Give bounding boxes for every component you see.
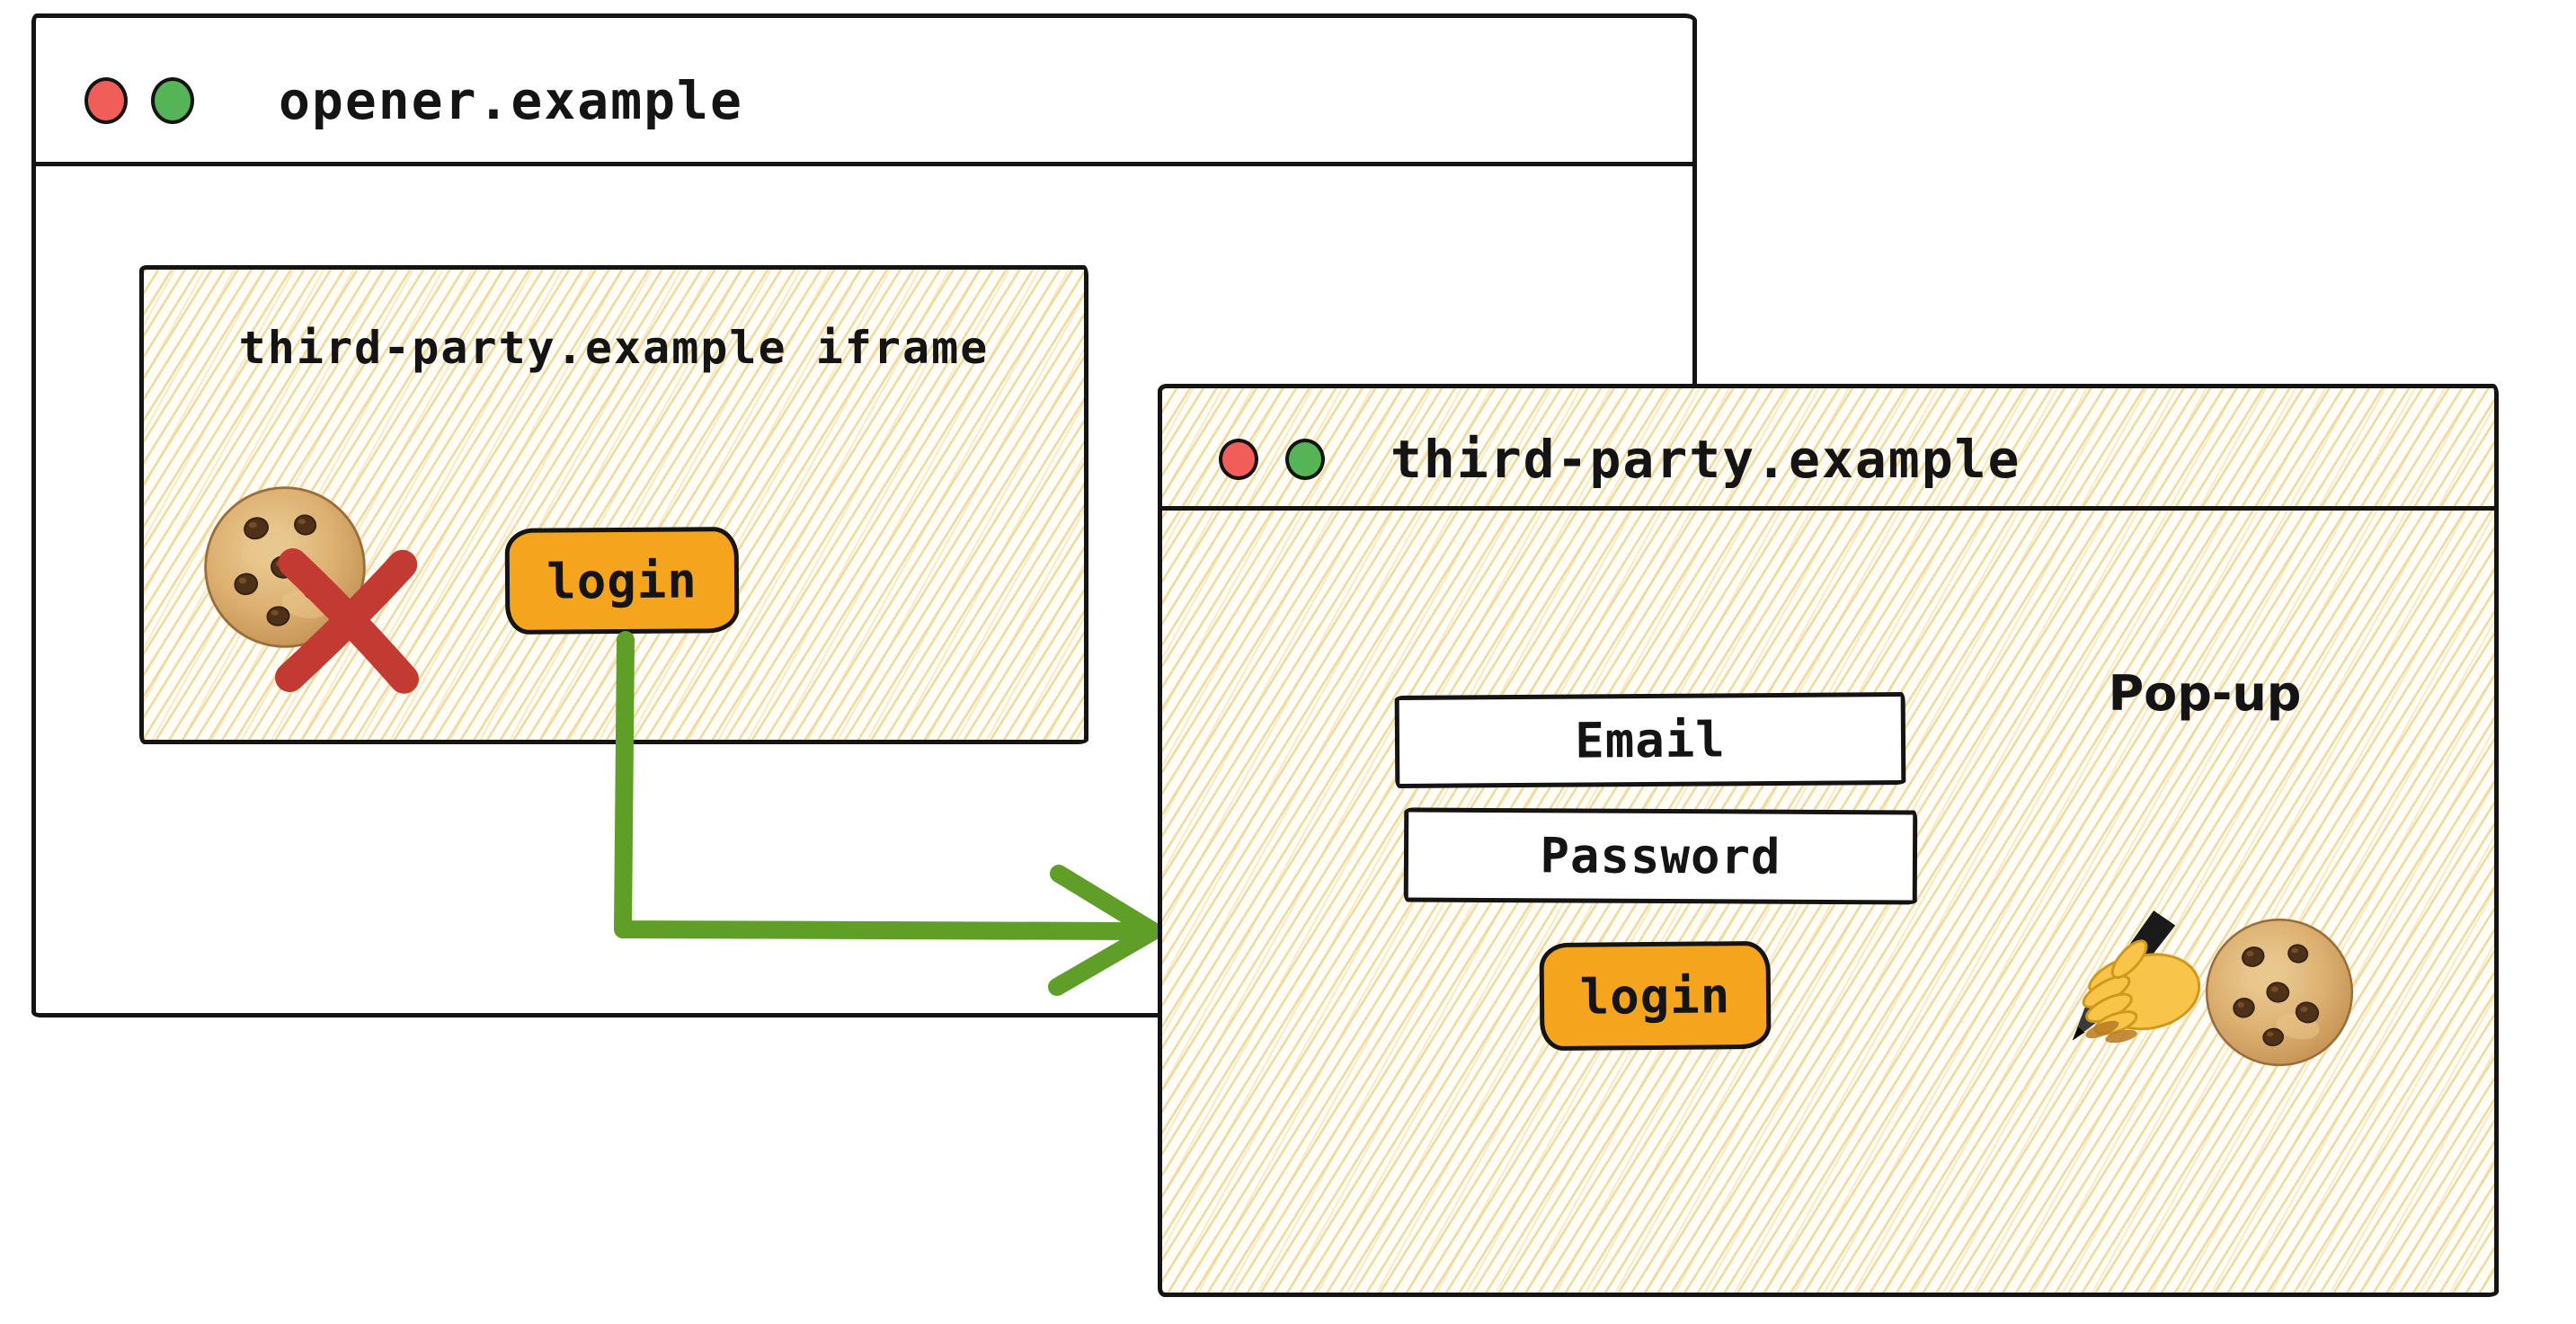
email-field[interactable]: Email: [1394, 692, 1906, 788]
opener-window-title: opener.example: [279, 70, 743, 131]
close-button[interactable]: [1219, 438, 1258, 480]
iframe-login-button[interactable]: login: [504, 527, 740, 635]
opener-titlebar: opener.example: [36, 18, 1692, 166]
close-button[interactable]: [84, 77, 128, 124]
maximize-button[interactable]: [1285, 438, 1325, 480]
password-field[interactable]: Password: [1403, 807, 1918, 905]
maximize-button[interactable]: [151, 77, 194, 124]
writing-hand-icon: [2039, 908, 2204, 1050]
blocked-cross-icon: [270, 539, 424, 701]
popup-titlebar: third-party.example: [1162, 388, 2494, 511]
popup-window: third-party.example Email Password login…: [1158, 384, 2499, 1297]
cookie-icon: [2202, 915, 2357, 1070]
popup-login-button[interactable]: login: [1539, 940, 1772, 1052]
popup-caption: Pop-up: [2108, 665, 2302, 722]
third-party-iframe: third-party.example iframe login: [139, 265, 1088, 744]
iframe-label: third-party.example iframe: [238, 322, 990, 374]
popup-window-title: third-party.example: [1390, 428, 2021, 490]
